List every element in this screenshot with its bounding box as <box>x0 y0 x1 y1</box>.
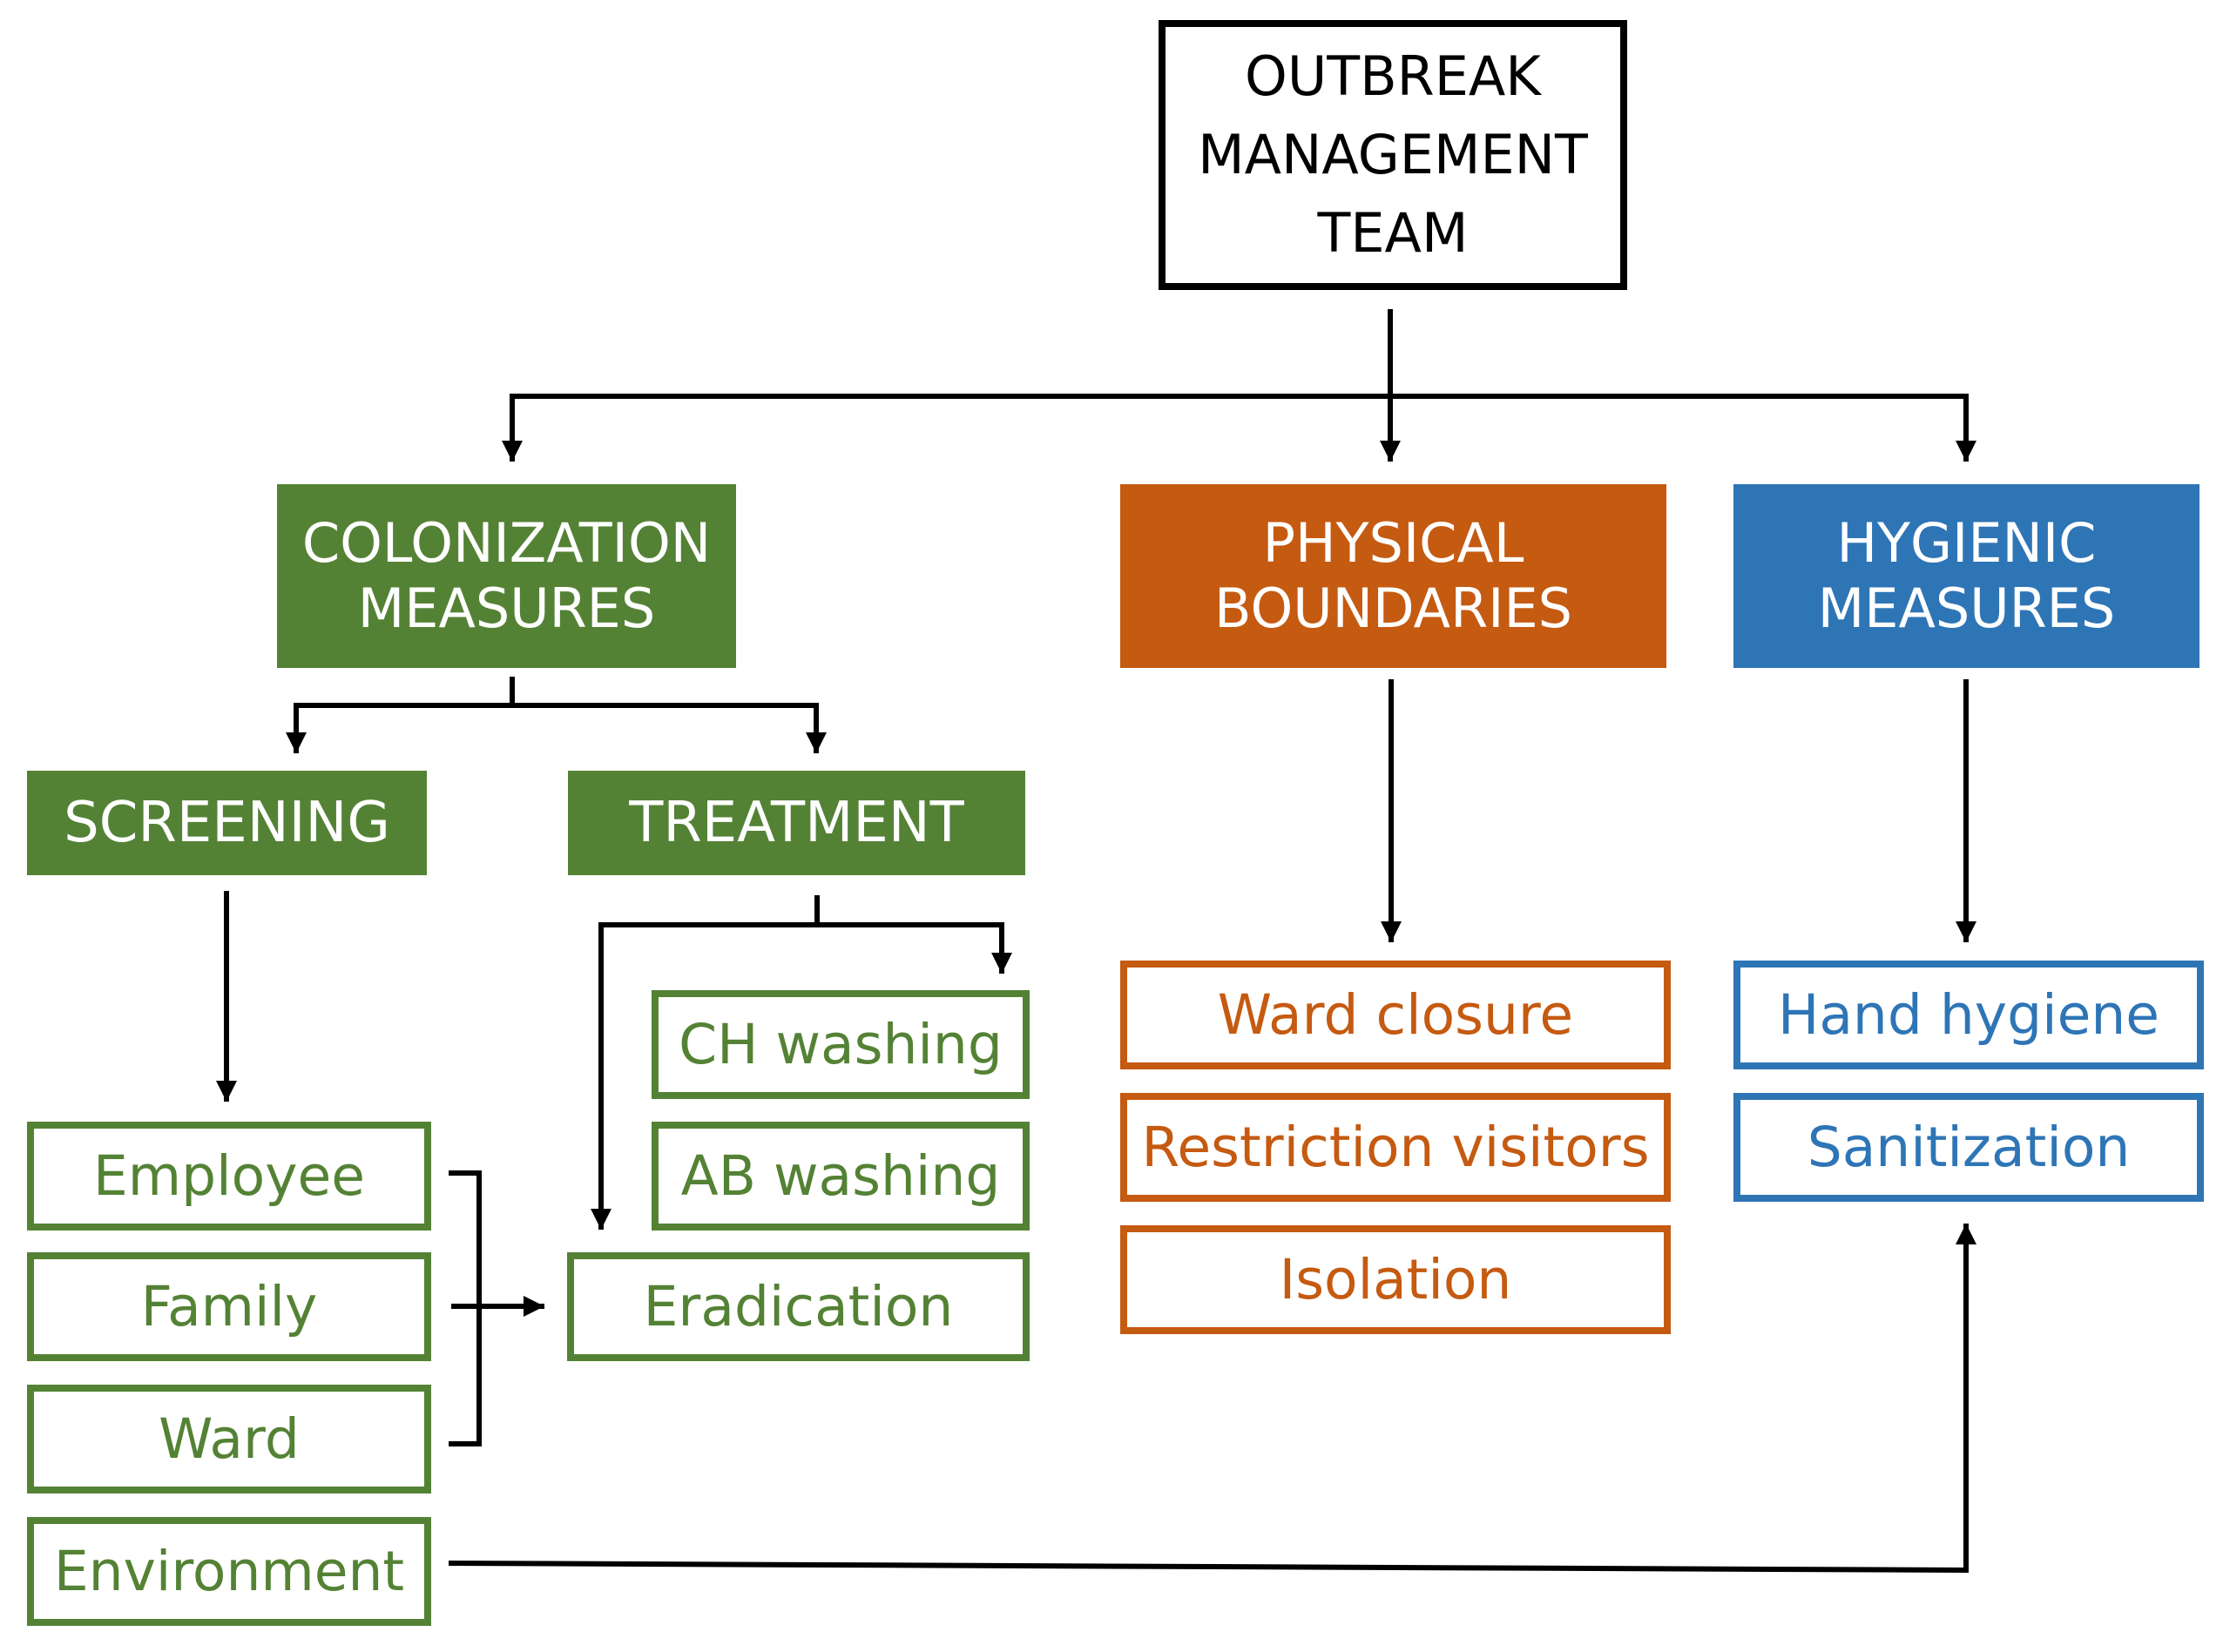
environment-label: Environment <box>53 1539 405 1603</box>
ch-washing-label: CH washing <box>679 1012 1003 1076</box>
connector-to-ch-washing <box>817 922 1012 974</box>
family-label: Family <box>140 1274 318 1338</box>
employee-box: Employee <box>27 1122 431 1231</box>
outbreak-management-team-box: OUTBREAK MANAGEMENT TEAM <box>1159 20 1627 290</box>
environment-box: Environment <box>27 1517 431 1626</box>
physical-line-1: PHYSICAL <box>1262 511 1524 576</box>
colonization-line-1: COLONIZATION <box>301 511 712 576</box>
treatment-box: TREATMENT <box>568 771 1025 875</box>
eradication-label: Eradication <box>643 1274 954 1338</box>
connector-to-eradication <box>591 922 817 1230</box>
colonization-measures-box: COLONIZATION MEASURES <box>277 484 736 668</box>
hygienic-line-1: HYGIENIC <box>1836 511 2097 576</box>
connector-to-screening <box>286 703 512 753</box>
hygienic-line-2: MEASURES <box>1817 576 2116 640</box>
isolation-label: Isolation <box>1279 1247 1512 1311</box>
ward-closure-label: Ward closure <box>1217 982 1574 1047</box>
physical-line-2: BOUNDARIES <box>1214 576 1572 640</box>
connector-to-treatment <box>512 703 827 753</box>
ward-label: Ward <box>159 1406 300 1471</box>
employee-label: Employee <box>92 1143 366 1208</box>
eradication-box: Eradication <box>567 1252 1030 1361</box>
root-line-2: MANAGEMENT <box>1198 123 1588 187</box>
ch-washing-box: CH washing <box>652 990 1030 1099</box>
restriction-visitors-label: Restriction visitors <box>1141 1115 1650 1179</box>
sanitization-box: Sanitization <box>1733 1093 2204 1202</box>
connector-root-left <box>502 394 1390 462</box>
hand-hygiene-box: Hand hygiene <box>1733 961 2204 1069</box>
hygienic-measures-box: HYGIENIC MEASURES <box>1733 484 2199 668</box>
restriction-visitors-box: Restriction visitors <box>1120 1093 1671 1202</box>
ab-washing-label: AB washing <box>680 1143 1001 1208</box>
ab-washing-box: AB washing <box>652 1122 1030 1231</box>
ward-closure-box: Ward closure <box>1120 961 1671 1069</box>
ward-box: Ward <box>27 1385 431 1494</box>
family-box: Family <box>27 1252 431 1361</box>
root-line-1: OUTBREAK <box>1245 44 1541 109</box>
isolation-box: Isolation <box>1120 1225 1671 1334</box>
physical-boundaries-box: PHYSICAL BOUNDARIES <box>1120 484 1666 668</box>
colonization-line-2: MEASURES <box>357 576 656 640</box>
root-line-3: TEAM <box>1317 200 1469 265</box>
sanitization-label: Sanitization <box>1807 1115 2131 1179</box>
screening-label: SCREENING <box>64 790 390 855</box>
treatment-label: TREATMENT <box>629 790 964 855</box>
connector-root-right <box>1390 394 1976 462</box>
hand-hygiene-label: Hand hygiene <box>1777 982 2160 1047</box>
connector-environment-to-sanitization <box>448 1224 1976 1574</box>
screening-box: SCREENING <box>27 771 427 875</box>
